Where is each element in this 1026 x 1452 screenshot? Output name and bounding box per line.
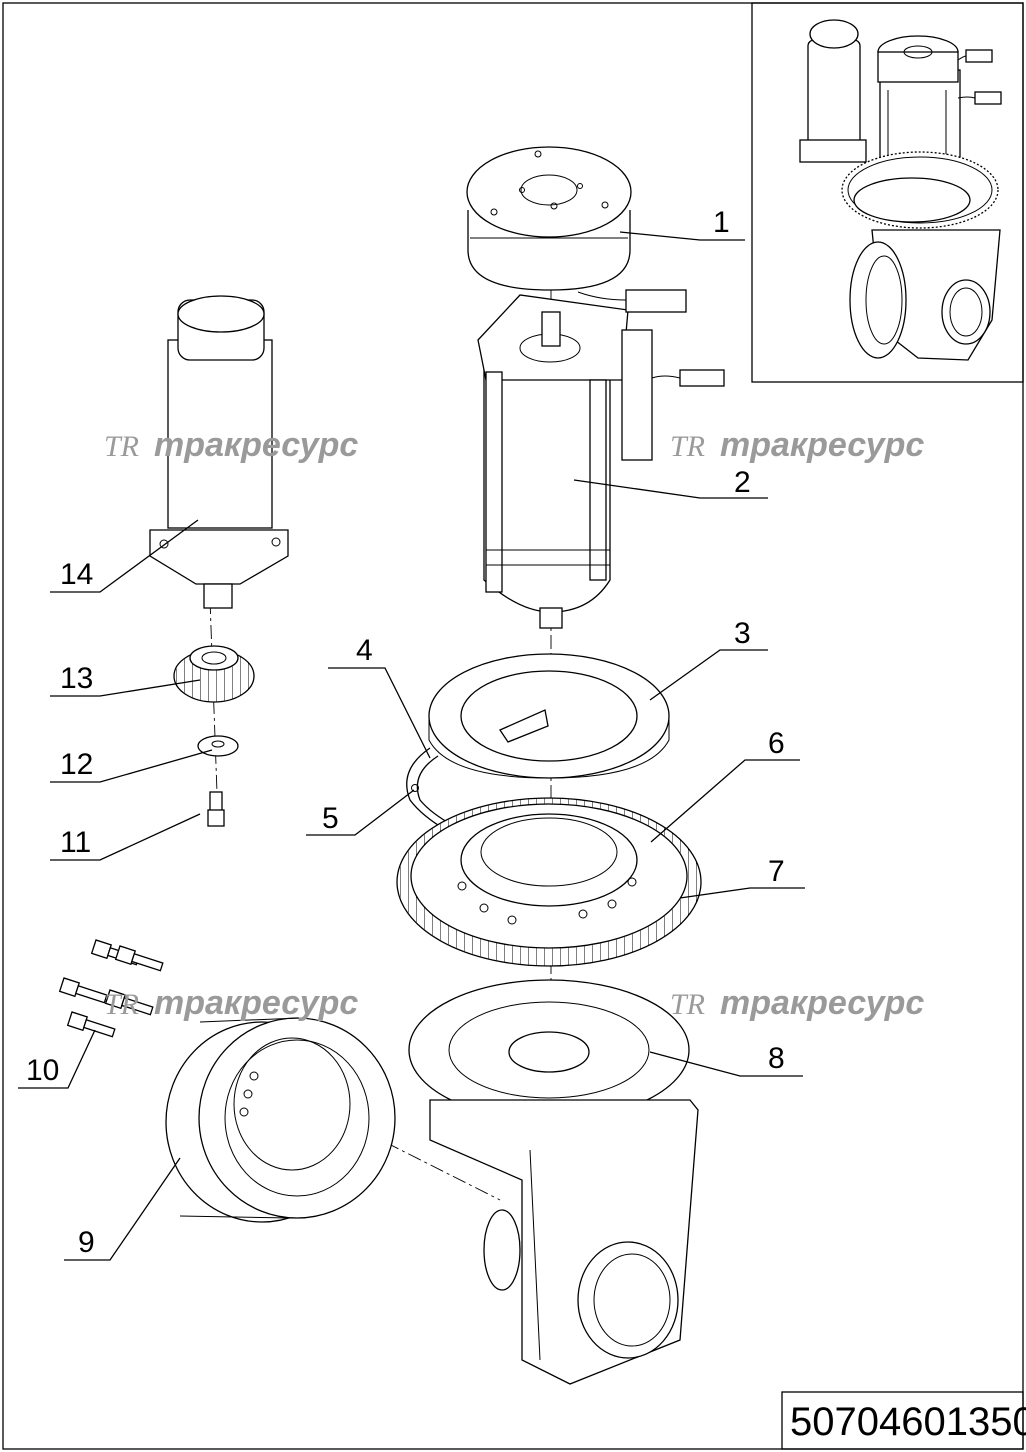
part-2-motor bbox=[477, 289, 725, 629]
callout-9: 9 bbox=[78, 1226, 95, 1259]
callout-10: 10 bbox=[26, 1054, 59, 1087]
callout-3: 3 bbox=[734, 617, 751, 650]
callout-14: 14 bbox=[60, 558, 93, 591]
watermark-1: TR тракресурс bbox=[104, 426, 358, 464]
part-3-ring bbox=[428, 653, 670, 779]
part-6-7-gear bbox=[396, 797, 702, 967]
svg-text:TR: TR bbox=[670, 430, 705, 463]
callout-8: 8 bbox=[768, 1042, 785, 1075]
callout-5: 5 bbox=[322, 802, 339, 835]
watermark-3: TR тракресурс bbox=[104, 984, 358, 1022]
callout-6: 6 bbox=[768, 727, 785, 760]
watermark-4: TR тракресурс bbox=[670, 984, 924, 1022]
watermark-2: TR тракресурс bbox=[670, 426, 924, 464]
part-9-wheel bbox=[165, 1017, 396, 1223]
part-8-housing bbox=[408, 979, 699, 1385]
drawing-code: 507046013502 bbox=[790, 1400, 1026, 1444]
drawing-code-box: 507046013502 bbox=[781, 1391, 1026, 1450]
svg-text:TR: TR bbox=[104, 430, 139, 463]
svg-text:TR: TR bbox=[104, 988, 139, 1021]
svg-text:тракресурс: тракресурс bbox=[154, 984, 358, 1022]
assembled-view-inset bbox=[751, 2, 1024, 383]
svg-text:тракресурс: тракресурс bbox=[154, 426, 358, 464]
part-1-brake bbox=[466, 146, 632, 291]
callout-11: 11 bbox=[60, 826, 91, 859]
callout-1: 1 bbox=[713, 206, 730, 239]
part-13-pinion bbox=[173, 645, 255, 703]
svg-text:тракресурс: тракресурс bbox=[720, 984, 924, 1022]
part-10-bolts bbox=[58, 939, 164, 1038]
svg-text:тракресурс: тракресурс bbox=[720, 426, 924, 464]
svg-text:TR: TR bbox=[670, 988, 705, 1021]
callout-7: 7 bbox=[768, 855, 785, 888]
callout-2: 2 bbox=[734, 466, 751, 499]
part-14-motor bbox=[149, 295, 289, 609]
callout-12: 12 bbox=[60, 748, 93, 781]
callout-4: 4 bbox=[356, 634, 373, 667]
pinion-axis bbox=[209, 599, 219, 821]
callout-numbers: 1 2 3 4 5 6 7 8 9 10 11 12 13 14 bbox=[26, 206, 785, 1259]
callout-13: 13 bbox=[60, 662, 93, 695]
part-11-screw bbox=[207, 791, 225, 827]
callout-leaders bbox=[18, 231, 805, 1261]
part-12-washer bbox=[197, 735, 239, 757]
